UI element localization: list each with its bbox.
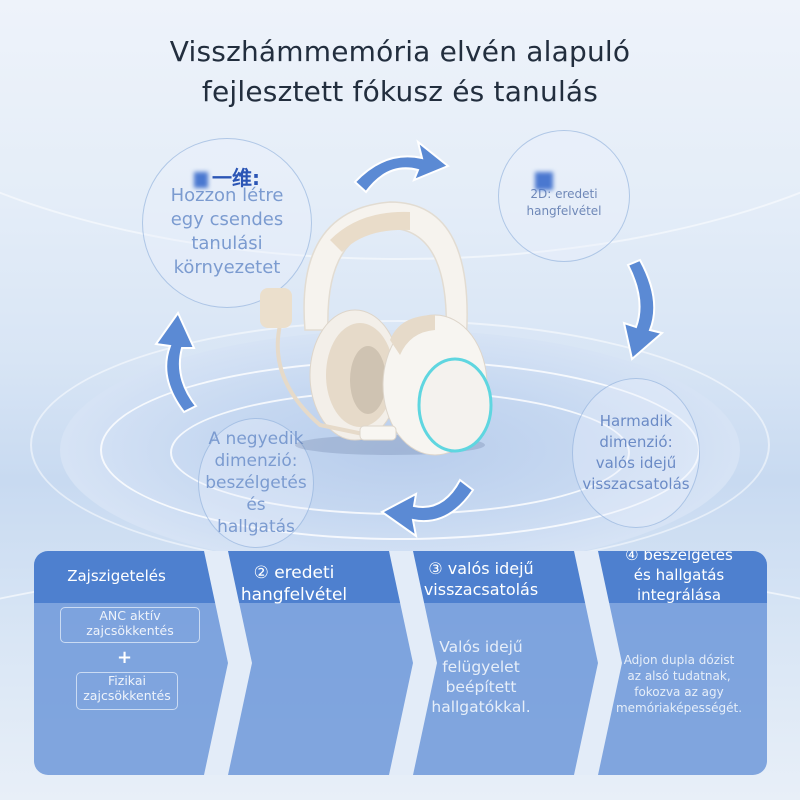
bubble-dimension-3: Harmadik dimenzió: valós idejű visszacsa…	[572, 378, 700, 528]
plus-icon: +	[117, 647, 133, 668]
column-body: Valós idejű felügyelet beépített hallgat…	[431, 638, 531, 716]
blurred-icon	[194, 171, 208, 188]
column-realtime-feedback: ③ valós idejű visszacsatolás Valós idejű…	[406, 551, 556, 775]
cycle-arrow-left-icon	[154, 311, 198, 414]
bubble-dimension-2: 2D: eredeti hangfelvétel	[498, 130, 630, 262]
background-swirl	[0, 0, 800, 260]
column-original-recording: ② eredeti hangfelvétel	[214, 551, 374, 775]
bubble-label: Harmadik dimenzió: valós idejű visszacsa…	[582, 412, 690, 493]
page-title: Visszhámmemória elvén alapuló fejlesztet…	[0, 32, 800, 112]
feature-box-anc: ANC aktív zajcsökkentés	[60, 607, 200, 643]
bubble-label: 2D: eredeti hangfelvétel	[526, 187, 602, 218]
column-body: Adjon dupla dózist az alsó tudatnak, fok…	[615, 653, 743, 715]
bubble-dimension-4: A negyedik dimenzió: beszélgetés és hall…	[198, 418, 314, 548]
feature-box-physical: Fizikai zajcsökkentés	[76, 672, 178, 710]
bubble-dimension-1: 一维: Hozzon létre egy csendes tanulási kö…	[142, 138, 312, 308]
title-line-1: Visszhámmemória elvén alapuló	[169, 35, 631, 68]
chevron-divider	[204, 551, 252, 775]
chevron-divider	[574, 551, 622, 775]
cycle-arrow-bottom-icon	[380, 478, 475, 539]
column-heading: ④ beszélgetés és hallgatás integrálása	[625, 551, 733, 604]
column-heading: Zajszigetelés	[67, 567, 166, 585]
blurred-icon	[535, 172, 553, 190]
headset-product-image	[260, 201, 493, 456]
column-talk-listen: ④ beszélgetés és hallgatás integrálása A…	[594, 551, 764, 775]
chevron-divider	[389, 551, 437, 775]
column-noise-isolation: Zajszigetelés ANC aktív zajcsökkentés + …	[34, 551, 200, 775]
bubble-label: Hozzon létre egy csendes tanulási környe…	[170, 185, 284, 278]
bubble-label: A negyedik dimenzió: beszélgetés és hall…	[205, 429, 307, 537]
column-heading: ③ valós idejű visszacsatolás	[423, 559, 539, 599]
column-heading: ② eredeti hangfelvétel	[240, 563, 348, 605]
title-line-2: fejlesztett fókusz és tanulás	[201, 75, 599, 108]
cycle-arrow-right-icon	[622, 258, 665, 361]
bubble-tag: 一维:	[194, 166, 260, 190]
cycle-arrow-top-icon	[353, 139, 450, 194]
feature-panel: Zajszigetelés ANC aktív zajcsökkentés + …	[34, 551, 767, 775]
